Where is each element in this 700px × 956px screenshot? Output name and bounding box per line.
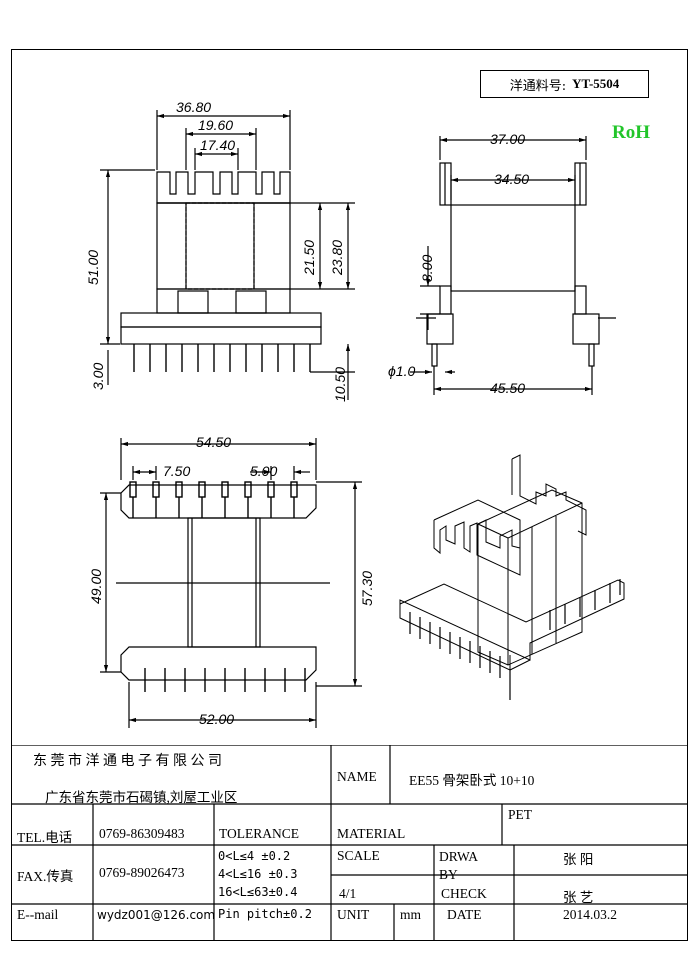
tolerance-row-2: 4<L≤16 ±0.3 <box>218 867 298 881</box>
part-number-label: 洋通料号: <box>509 78 567 94</box>
dim-bottom-row-span: 49.00 <box>88 569 104 604</box>
company-address: 广东省东莞市石碣镇,刘屋工业区 <box>45 790 238 805</box>
tel-value: 0769-86309483 <box>99 826 185 841</box>
tolerance-label: TOLERANCE <box>219 826 299 841</box>
front-view <box>100 110 355 400</box>
dim-side-flange: 37.00 <box>490 131 525 147</box>
fax-label: FAX.传真 <box>17 869 74 884</box>
dim-front-pin-length: 10.50 <box>332 367 348 402</box>
dim-bottom-base: 52.00 <box>199 711 234 727</box>
dim-bottom-pitch: 5.00 <box>250 463 277 479</box>
tolerance-row-1: 0<L≤4 ±0.2 <box>218 849 291 863</box>
name-value: EE55 骨架卧式 10+10 <box>409 773 535 788</box>
check-value: 张 艺 <box>563 890 594 905</box>
unit-label: UNIT <box>337 907 370 922</box>
part-number: YT-5504 <box>572 76 620 91</box>
dim-front-slot-inner: 17.40 <box>200 137 235 153</box>
part-number-box: 洋通料号: YT-5504 <box>480 70 649 98</box>
dim-front-slot-outer: 19.60 <box>198 117 233 133</box>
drawn-by-label: DRWA BY <box>439 849 478 882</box>
dim-bottom-width: 54.50 <box>196 434 231 450</box>
unit-value: mm <box>400 907 422 922</box>
rohs-mark: RoH <box>612 122 650 143</box>
dim-front-core: 23.80 <box>329 240 345 276</box>
dim-side-pin-span: 45.50 <box>490 380 525 396</box>
check-label: CHECK <box>441 886 487 901</box>
tel-label: TEL.电话 <box>17 830 73 845</box>
date-label: DATE <box>447 907 482 922</box>
title-block: 东 莞 市 洋 通 电 子 有 限 公 司 广东省东莞市石碣镇,刘屋工业区 NA… <box>11 745 688 941</box>
dim-bottom-length: 57.30 <box>359 571 375 606</box>
dim-bottom-pitch-large: 7.50 <box>163 463 190 479</box>
dim-front-window: 21.50 <box>301 240 317 276</box>
sheet-border <box>11 49 688 941</box>
company-name: 东 莞 市 洋 通 电 子 有 限 公 司 <box>33 754 222 769</box>
scale-value: 4/1 <box>339 886 357 901</box>
tolerance-row-3: 16<L≤63±0.4 <box>218 885 298 899</box>
dim-front-width: 36.80 <box>176 99 211 115</box>
material-value: PET <box>508 807 533 822</box>
dim-front-height: 51.00 <box>85 250 101 285</box>
scale-label: SCALE <box>337 848 380 863</box>
dim-side-thickness: 8.00 <box>419 255 435 282</box>
isometric-view <box>399 454 625 700</box>
title-block-grid <box>11 745 688 941</box>
drawn-by-value: 张 阳 <box>563 852 594 867</box>
name-label: NAME <box>337 769 377 784</box>
fax-value: 0769-89026473 <box>99 865 185 880</box>
technical-drawing: 36.80 19.60 17.40 51.00 21.50 23.80 3.00… <box>85 99 625 728</box>
dim-front-pin-offset: 3.00 <box>90 363 106 390</box>
dim-side-pin-dia: ϕ1.0 <box>388 363 415 379</box>
side-view <box>410 136 616 395</box>
material-label: MATERIAL <box>337 826 406 841</box>
bottom-view <box>100 438 362 728</box>
tolerance-row-4: Pin pitch±0.2 <box>218 907 312 921</box>
email-label: E--mail <box>17 907 59 922</box>
dim-side-inner: 34.50 <box>494 171 529 187</box>
email-value: wydz001@126.com <box>97 908 216 922</box>
date-value: 2014.03.2 <box>563 907 617 922</box>
